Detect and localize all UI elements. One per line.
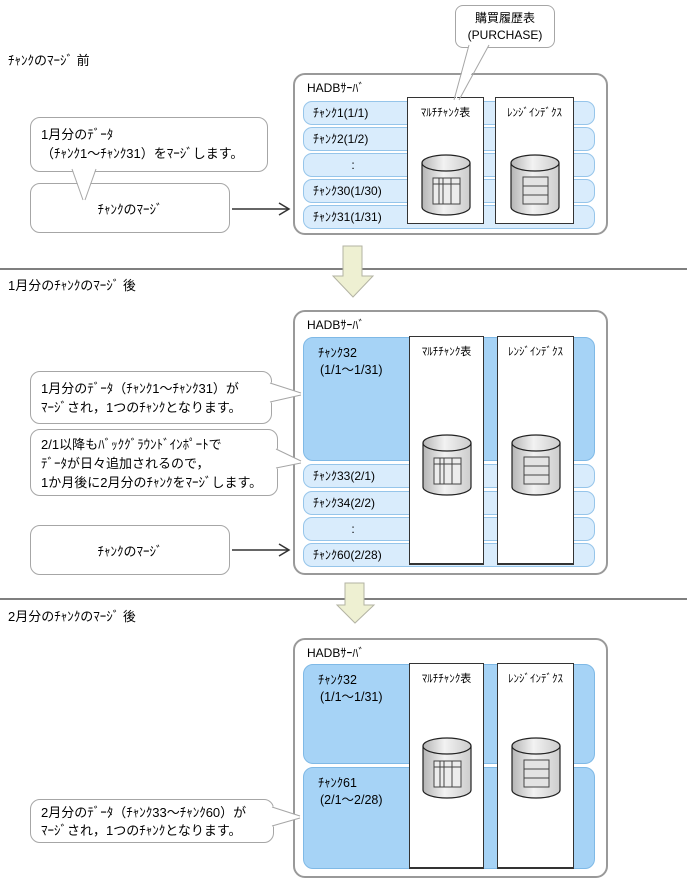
chunk-row-label: ﾁｬﾝｸ60(2/28) (313, 548, 382, 562)
chunk-name: ﾁｬﾝｸ32 (318, 673, 357, 687)
bubble-line: 1か月後に2月分のﾁｬﾝｸをﾏｰｼﾞします。 (41, 475, 263, 490)
index-rows-icon (522, 176, 548, 205)
panel-title: ﾚﾝｼﾞｲﾝﾃﾞｸｽ (508, 346, 563, 358)
arrow-right-icon (232, 543, 291, 557)
callout-line1: 購買履歴表 (474, 11, 535, 25)
chunk-row-label: ﾁｬﾝｸ31(1/31) (313, 210, 382, 224)
hadb-server-box-3: HADBｻｰﾊﾞ ﾁｬﾝｸ32 (1/1～1/31) ﾁｬﾝｸ61 (2/1～2… (293, 638, 608, 878)
section1-title: ﾁｬﾝｸのﾏｰｼﾞ 前 (8, 53, 90, 68)
down-arrow-icon (331, 245, 375, 298)
hadb-server-label: HADBｻｰﾊﾞ (307, 318, 365, 332)
arrow-right-icon (232, 202, 291, 216)
table-grid-icon (433, 457, 461, 485)
bubble-line: ﾏｰｼﾞされ，1つのﾁｬﾝｸとなります。 (41, 823, 242, 838)
database-cylinder-icon (420, 154, 471, 216)
bubble-line: 1月分のﾃﾞｰﾀ (41, 127, 114, 142)
table-grid-icon (433, 760, 461, 788)
chunk-row-label: ﾁｬﾝｸ2(1/2) (313, 132, 369, 146)
chunk-name: ﾁｬﾝｸ61 (318, 776, 357, 790)
chunk-row-label: ﾁｬﾝｸ33(2/1) (313, 469, 376, 483)
command-label: ﾁｬﾝｸのﾏｰｼﾞ (97, 201, 163, 217)
chunk-merge-command-box: ﾁｬﾝｸのﾏｰｼﾞ (30, 525, 230, 575)
chunk-row-label: ﾁｬﾝｸ30(1/30) (313, 184, 382, 198)
command-label: ﾁｬﾝｸのﾏｰｼﾞ (97, 543, 163, 559)
chunk-name: ﾁｬﾝｸ32 (318, 346, 357, 360)
database-cylinder-icon (510, 434, 561, 496)
down-arrow-icon (335, 582, 376, 624)
range-index-panel: ﾚﾝｼﾞｲﾝﾃﾞｸｽ (497, 663, 574, 869)
multichunk-table-panel: ﾏﾙﾁﾁｬﾝｸ表 (409, 336, 484, 565)
section2-note-bubble-2: 2/1以降もﾊﾞｯｸｸﾞﾗｳﾝﾄﾞｲﾝﾎﾟｰﾄで ﾃﾞｰﾀが日々追加されるので，… (30, 429, 278, 496)
bubble-line: 2/1以降もﾊﾞｯｸｸﾞﾗｳﾝﾄﾞｲﾝﾎﾟｰﾄで (41, 437, 222, 452)
multichunk-table-panel: ﾏﾙﾁﾁｬﾝｸ表 (407, 97, 484, 224)
section2-note-bubble-1: 1月分のﾃﾞｰﾀ（ﾁｬﾝｸ1～ﾁｬﾝｸ31）が ﾏｰｼﾞされ，1つのﾁｬﾝｸとな… (30, 371, 272, 424)
chunk-row-label: ﾁｬﾝｸ34(2/2) (313, 496, 376, 510)
callout-line2: (PURCHASE) (467, 28, 543, 42)
panel-title: ﾏﾙﾁﾁｬﾝｸ表 (420, 107, 471, 119)
panel-title: ﾏﾙﾁﾁｬﾝｸ表 (421, 346, 472, 358)
section-divider (0, 268, 687, 270)
chunk-row-ellipsis: : (351, 158, 355, 172)
multichunk-table-panel: ﾏﾙﾁﾁｬﾝｸ表 (409, 663, 484, 869)
bubble-line: ﾃﾞｰﾀが日々追加されるので， (41, 456, 210, 471)
database-cylinder-icon (509, 154, 560, 216)
hadb-server-box-2: HADBｻｰﾊﾞ ﾁｬﾝｸ32 (1/1～1/31) ﾁｬﾝｸ33(2/1) ﾁ… (293, 310, 608, 575)
section3-title: 2月分のﾁｬﾝｸのﾏｰｼﾞ 後 (8, 609, 136, 624)
chunk-merge-command-box: ﾁｬﾝｸのﾏｰｼﾞ (30, 183, 230, 233)
panel-title: ﾚﾝｼﾞｲﾝﾃﾞｸｽ (507, 107, 562, 119)
hadb-server-box-1: HADBｻｰﾊﾞ ﾁｬﾝｸ1(1/1) ﾁｬﾝｸ2(1/2) : ﾁｬﾝｸ30(… (293, 73, 608, 235)
chunk-row-label: ﾁｬﾝｸ1(1/1) (313, 106, 369, 120)
panel-title: ﾏﾙﾁﾁｬﾝｸ表 (421, 673, 472, 685)
bubble-line: 1月分のﾃﾞｰﾀ（ﾁｬﾝｸ1～ﾁｬﾝｸ31）が (41, 381, 239, 396)
hadb-server-label: HADBｻｰﾊﾞ (307, 81, 365, 95)
hadb-server-label: HADBｻｰﾊﾞ (307, 646, 365, 660)
chunk-range: (1/1～1/31) (320, 363, 383, 377)
index-rows-icon (523, 759, 549, 788)
section3-note-bubble: 2月分のﾃﾞｰﾀ（ﾁｬﾝｸ33～ﾁｬﾝｸ60）が ﾏｰｼﾞされ，1つのﾁｬﾝｸと… (30, 799, 274, 843)
purchase-table-callout: 購買履歴表 (PURCHASE) (455, 5, 555, 48)
table-grid-icon (432, 177, 460, 205)
range-index-panel: ﾚﾝｼﾞｲﾝﾃﾞｸｽ (495, 97, 574, 224)
chunk-row-ellipsis: : (351, 522, 355, 536)
section2-title: 1月分のﾁｬﾝｸのﾏｰｼﾞ 後 (8, 278, 136, 293)
chunk-range: (1/1～1/31) (320, 690, 383, 704)
section-divider (0, 598, 687, 600)
database-cylinder-icon (510, 737, 561, 799)
bubble-line: ﾏｰｼﾞされ，1つのﾁｬﾝｸとなります。 (41, 400, 242, 415)
bubble-line: 2月分のﾃﾞｰﾀ（ﾁｬﾝｸ33～ﾁｬﾝｸ60）が (41, 805, 247, 820)
panel-title: ﾚﾝｼﾞｲﾝﾃﾞｸｽ (508, 673, 563, 685)
chunk-range: (2/1～2/28) (320, 793, 383, 807)
range-index-panel: ﾚﾝｼﾞｲﾝﾃﾞｸｽ (497, 336, 574, 565)
bubble-line: （ﾁｬﾝｸ1～ﾁｬﾝｸ31）をﾏｰｼﾞします。 (41, 146, 244, 161)
database-cylinder-icon (421, 737, 472, 799)
database-cylinder-icon (421, 434, 472, 496)
section1-note-bubble: 1月分のﾃﾞｰﾀ （ﾁｬﾝｸ1～ﾁｬﾝｸ31）をﾏｰｼﾞします。 (30, 117, 268, 172)
index-rows-icon (523, 456, 549, 485)
